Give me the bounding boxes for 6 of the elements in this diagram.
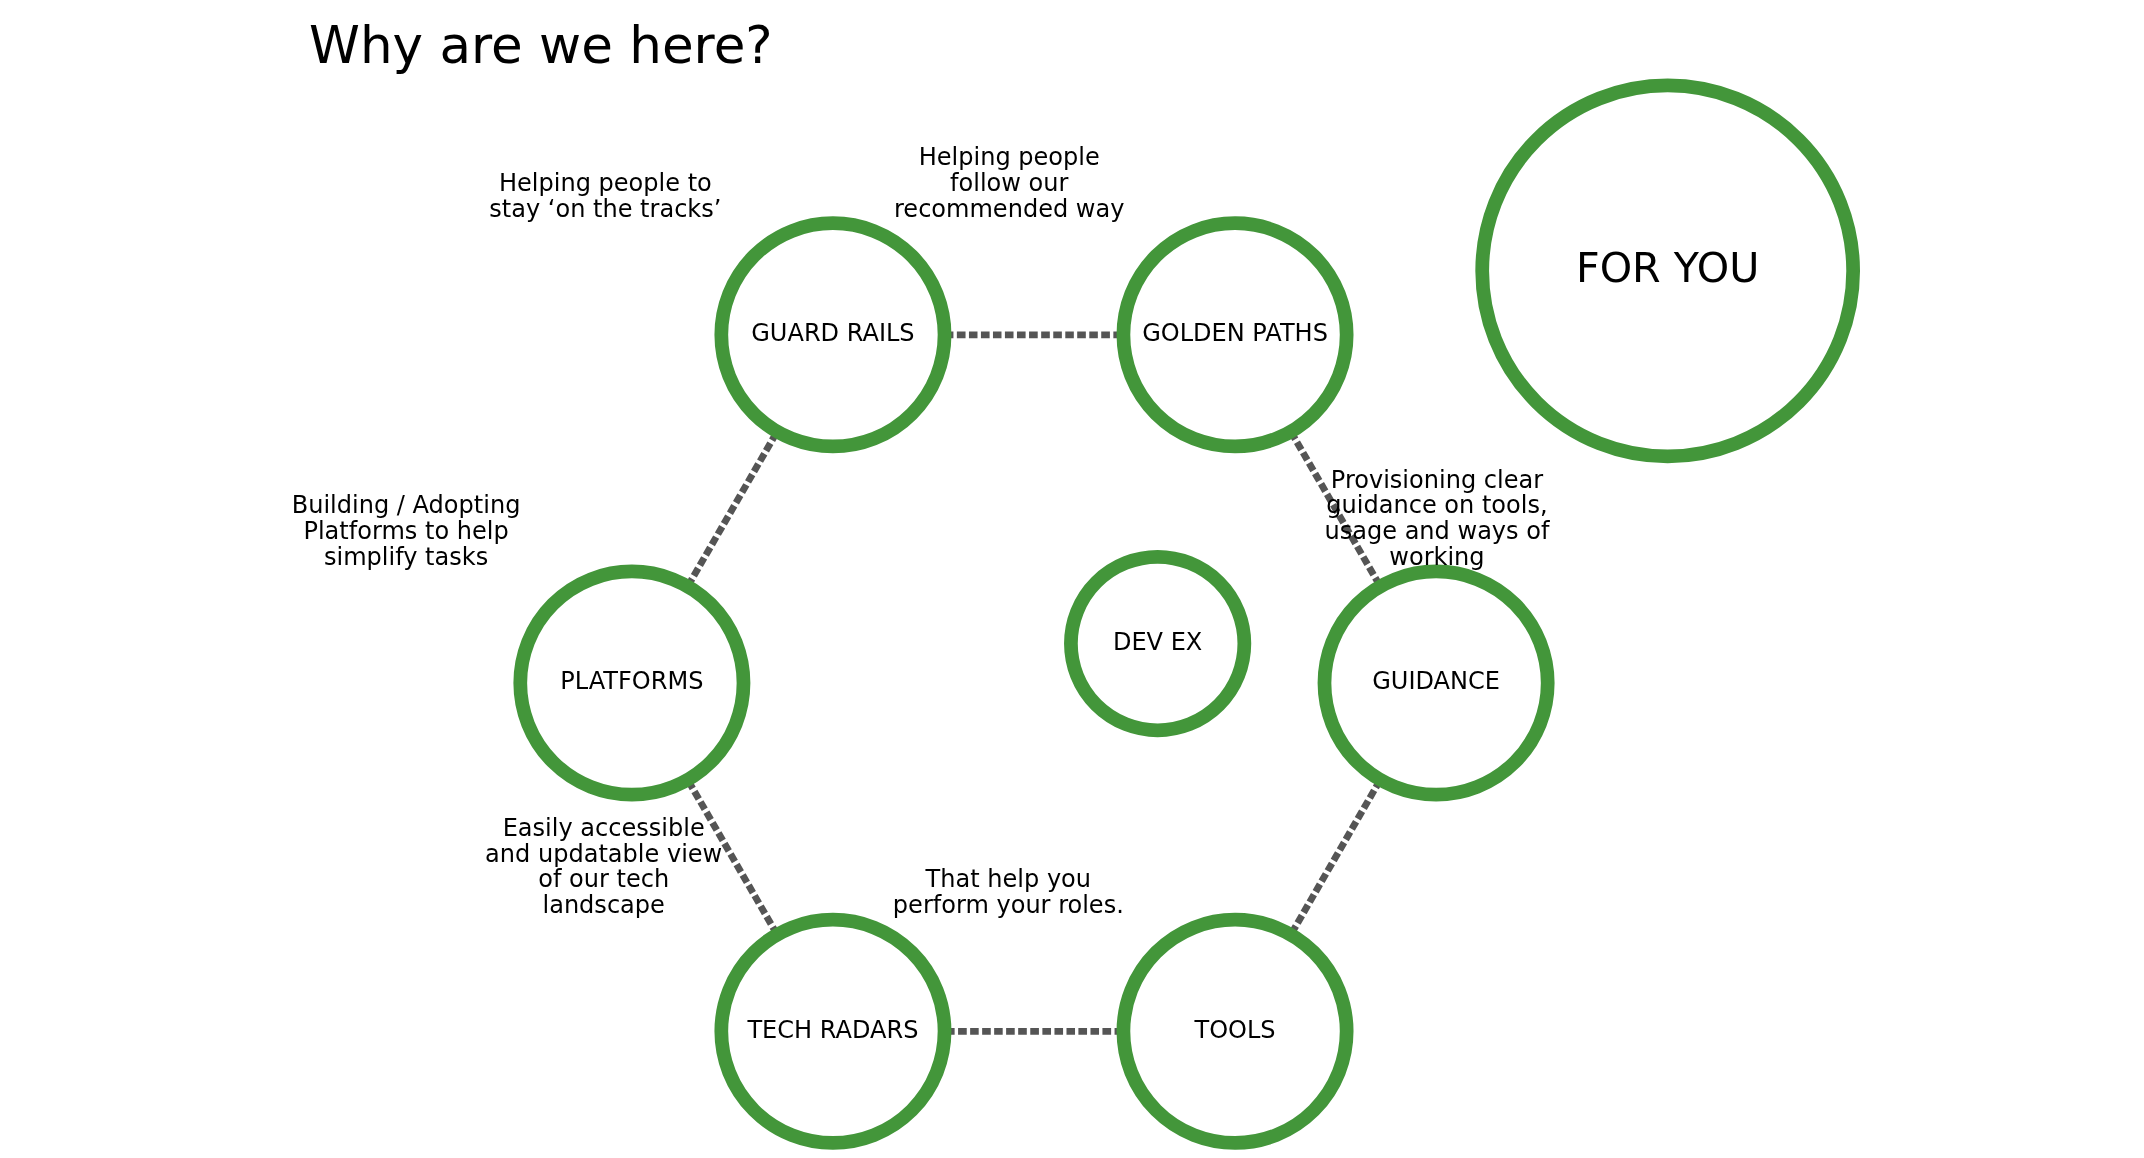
node-circle: PLATFORMS — [512, 564, 750, 802]
node-circle: DEV EX — [1063, 550, 1251, 738]
node-circle: GUARD RAILS — [713, 216, 951, 454]
node-circle: TOOLS — [1116, 912, 1353, 1150]
node-circle: FOR YOU — [1474, 78, 1860, 464]
diagram-title: Why are we here? — [308, 15, 773, 76]
